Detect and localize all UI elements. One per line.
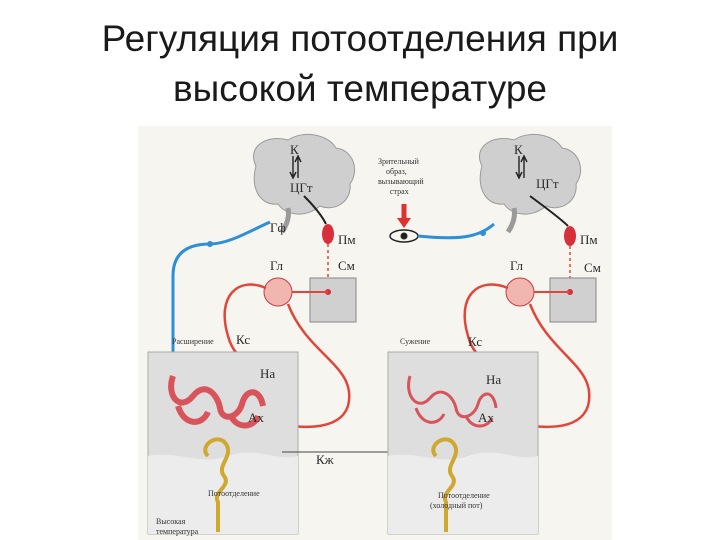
center-down-arrowhead: [397, 218, 411, 228]
right-sm-block: [549, 277, 597, 323]
visual-line-2: образ,: [386, 167, 407, 176]
right-label-ax: Ах: [478, 410, 494, 425]
right-label-pm: Пм: [580, 232, 598, 247]
right-panel: [387, 133, 597, 535]
left-label-k: К: [290, 142, 299, 157]
right-sweat-gland: [431, 437, 458, 532]
right-pm-node: [564, 226, 576, 246]
left-ganglion: [263, 277, 293, 307]
right-label-gl: Гл: [510, 258, 524, 273]
right-label-constriction: Сужение: [400, 337, 431, 346]
visual-line-3: вызывающий: [378, 177, 424, 186]
high-temp-line-1: Высокая: [156, 517, 186, 526]
left-label-ks: Кс: [236, 332, 250, 347]
cold-sweat-line-1: Потоотделение: [438, 491, 490, 500]
right-skin-layer: [388, 452, 538, 534]
left-label-cgt: ЦГт: [290, 180, 313, 195]
left-sm-block: [309, 277, 357, 323]
title-line-2: высокой температуре: [173, 68, 547, 109]
left-brain: [253, 133, 355, 215]
left-label-sm: См: [338, 258, 355, 273]
right-label-cgt: ЦГт: [536, 176, 559, 191]
left-label-ax: Ах: [248, 410, 264, 425]
left-afferent-node: [207, 241, 213, 247]
left-label-gl: Гл: [270, 258, 284, 273]
label-kzh: Кж: [316, 452, 335, 467]
left-label-gf: Гф: [270, 220, 286, 235]
left-brain-arrow: [303, 195, 327, 225]
high-temp-line-2: температура: [156, 527, 199, 536]
left-label-pm: Пм: [338, 232, 356, 247]
right-ganglion: [505, 277, 535, 307]
title-line-1: Регуляция потоотделения при: [101, 18, 619, 59]
center-afferent-node: [480, 230, 486, 236]
slide-title: Регуляция потоотделения при высокой темп…: [0, 14, 720, 114]
left-vessels: [168, 375, 266, 429]
right-label-ks: Кс: [468, 334, 482, 349]
visual-line-1: Зрительный: [378, 157, 420, 166]
left-skin-layer: [148, 452, 298, 534]
right-label-sm: См: [584, 260, 601, 275]
left-label-sweat: Потоотделение: [208, 489, 260, 498]
sweat-regulation-diagram: К ЦГт Гф Пм Гл См Кс На Ах Расширение По…: [138, 126, 612, 540]
eye-pupil: [400, 232, 408, 240]
right-brain: [479, 133, 581, 215]
right-label-na: На: [486, 372, 501, 387]
right-label-k: К: [514, 142, 523, 157]
right-brain-arrow: [529, 195, 569, 227]
left-panel: [147, 133, 357, 535]
left-pm-node: [322, 224, 334, 244]
cold-sweat-line-2: (холодный пот): [430, 501, 483, 510]
left-k-arrows: [289, 154, 302, 180]
left-sweat-gland: [203, 437, 230, 532]
left-label-dilation: Расширение: [172, 337, 214, 346]
left-brainstem: [279, 207, 291, 234]
left-label-na: На: [260, 366, 275, 381]
right-brainstem: [505, 207, 517, 234]
right-vessels: [407, 375, 498, 428]
center-afferent-path: [417, 222, 495, 240]
right-k-arrows: [515, 154, 528, 180]
visual-line-4: страх: [390, 187, 409, 196]
